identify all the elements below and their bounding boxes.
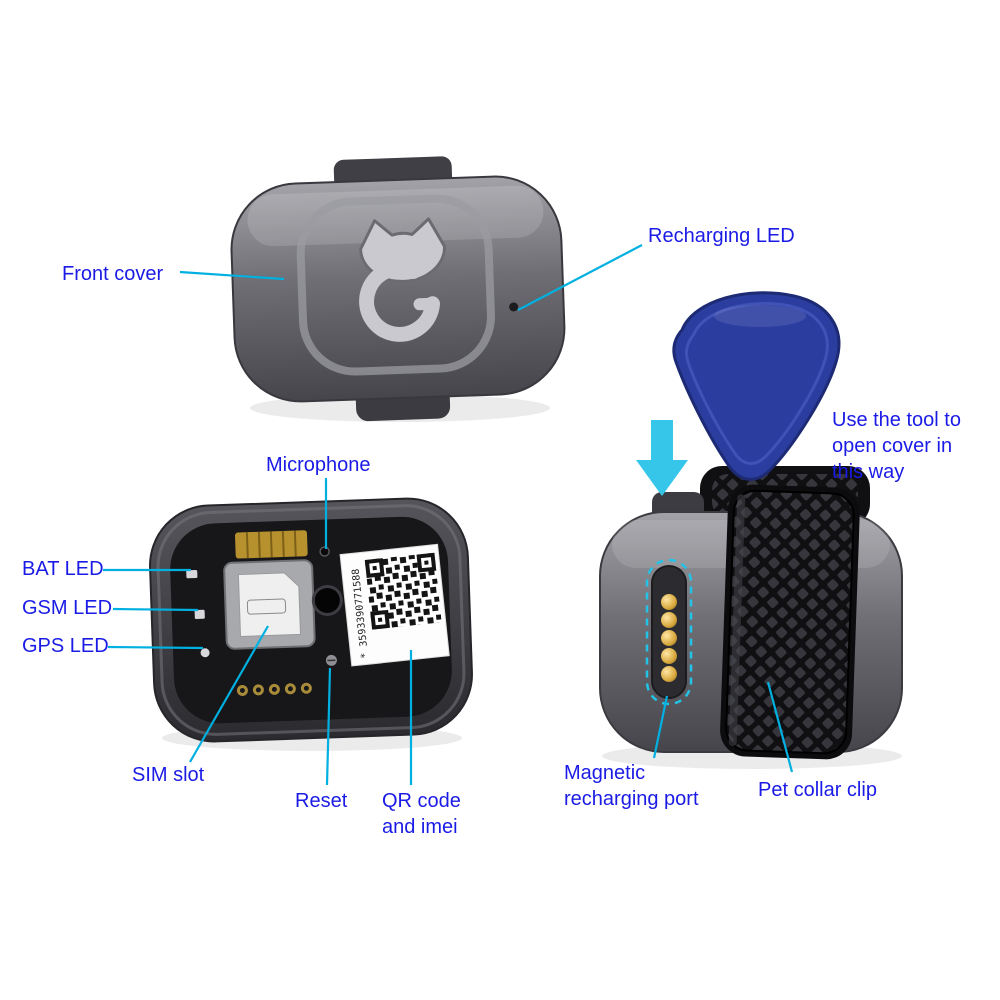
gps-led-line <box>107 645 204 650</box>
open-device: * 3593390771588 <box>149 497 473 743</box>
collar-clip-line <box>766 681 794 773</box>
label-gps-led: GPS LED <box>22 635 109 657</box>
label-gsm-led: GSM LED <box>22 597 113 619</box>
emblem-ring <box>296 194 495 376</box>
gsm-led-line <box>112 607 199 612</box>
reset-line <box>325 667 332 786</box>
label-qr-code: QR code and imei <box>382 790 461 838</box>
label-tool-note: Use the tool to open cover in this way <box>832 409 961 483</box>
shell-rim <box>156 504 466 736</box>
contact-pads <box>236 682 312 696</box>
cover-highlight <box>247 185 544 247</box>
leader-lines <box>103 244 794 786</box>
pick-ridge <box>684 302 829 465</box>
magnetic-pins <box>661 594 677 682</box>
magnetic-port-line <box>652 695 669 759</box>
cat-logo <box>359 217 447 342</box>
label-recharging-led: Recharging LED <box>648 225 795 247</box>
mic-hole <box>319 546 330 557</box>
label-front-cover: Front cover <box>62 263 164 285</box>
pin-dashed-outline <box>645 558 693 706</box>
reset-screw <box>325 654 337 666</box>
sim-slot-part <box>223 559 316 650</box>
bat-led-part <box>186 570 198 579</box>
qr-sticker: * 3593390771588 <box>339 543 450 667</box>
opening-tool <box>672 291 841 481</box>
contact-block <box>235 530 308 559</box>
label-sim-slot: SIM slot <box>132 764 205 786</box>
recharging-led-line <box>517 244 643 311</box>
pick-body <box>672 291 841 481</box>
collar-strap <box>720 484 860 760</box>
gps-led-part <box>200 648 210 658</box>
label-magnetic-port: Magnetic recharging port <box>564 762 699 810</box>
front-cover-line <box>179 270 285 281</box>
collar-device <box>599 466 903 760</box>
sim-slot-line <box>189 625 269 763</box>
pick-sheen <box>714 305 806 327</box>
label-microphone: Microphone <box>266 454 371 476</box>
power-button <box>311 584 343 616</box>
label-reset: Reset <box>295 790 348 812</box>
front-cover-device <box>230 156 566 422</box>
status-leds <box>186 570 210 658</box>
down-arrow <box>636 420 688 496</box>
label-pet-collar-clip: Pet collar clip <box>758 779 877 801</box>
recharging-led-hole <box>509 302 519 312</box>
gsm-led-part <box>194 609 205 620</box>
label-bat-led: BAT LED <box>22 558 104 580</box>
